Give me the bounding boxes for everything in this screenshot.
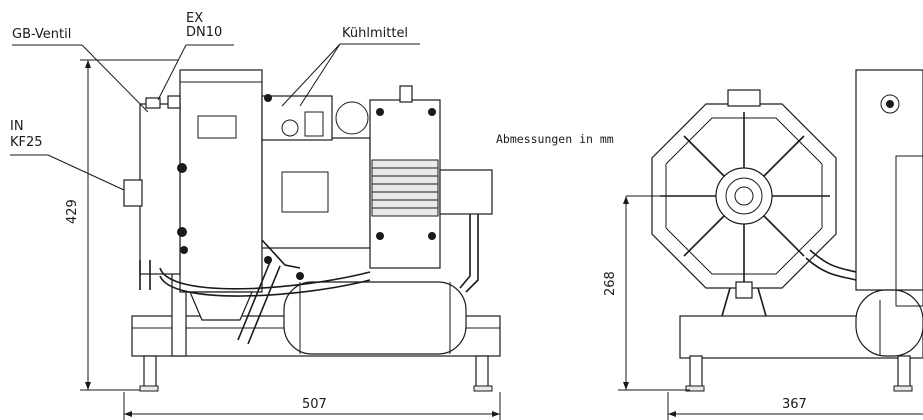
label-abmessungen: Abmessungen in mm xyxy=(496,132,614,146)
label-kuehlmittel: Kühlmittel xyxy=(342,26,409,41)
label-kf25: KF25 xyxy=(10,135,43,150)
dim-front-width: 507 xyxy=(302,397,327,412)
dimension-lines-side xyxy=(618,196,923,420)
dim-side-width: 367 xyxy=(782,397,807,412)
dim-side-height: 268 xyxy=(603,271,618,296)
label-gb-ventil: GB-Ventil xyxy=(12,27,72,42)
radial-heads xyxy=(660,89,830,299)
leader-lines-front xyxy=(10,43,420,191)
label-in: IN xyxy=(10,119,24,134)
label-ex: EX xyxy=(186,11,204,26)
dim-front-height: 429 xyxy=(65,199,80,224)
front-view xyxy=(123,69,501,392)
side-view xyxy=(651,69,923,392)
label-dn10: DN10 xyxy=(186,25,223,40)
dimension-lines-front xyxy=(80,59,501,420)
